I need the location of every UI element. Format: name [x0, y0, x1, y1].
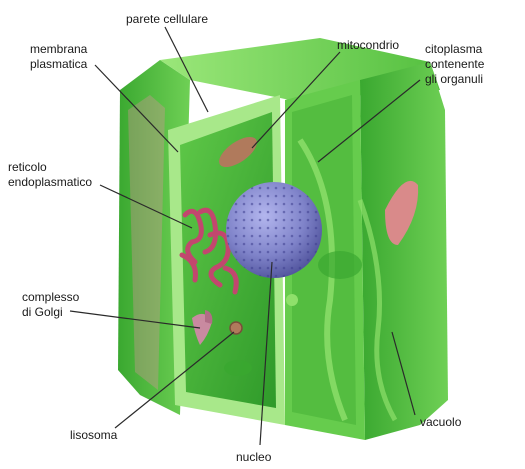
- label-vacuolo: vacuolo: [420, 415, 461, 430]
- label-membrana-plasmatica: membrana plasmatica: [30, 42, 87, 72]
- nucleus: [226, 182, 322, 278]
- label-mitocondrio: mitocondrio: [337, 38, 399, 53]
- label-reticolo-endoplasmatico: reticolo endoplasmatico: [8, 160, 92, 190]
- label-citoplasma: citoplasma contenente gli organuli: [425, 42, 484, 87]
- organelle-spot: [224, 360, 252, 376]
- label-complesso-di-golgi: complesso di Golgi: [22, 290, 79, 320]
- label-lisosoma: lisosoma: [70, 428, 117, 443]
- label-nucleo: nucleo: [236, 450, 271, 465]
- label-parete-cellulare: parete cellulare: [126, 12, 208, 27]
- organelle-spot: [286, 294, 298, 306]
- lysosome: [230, 322, 242, 334]
